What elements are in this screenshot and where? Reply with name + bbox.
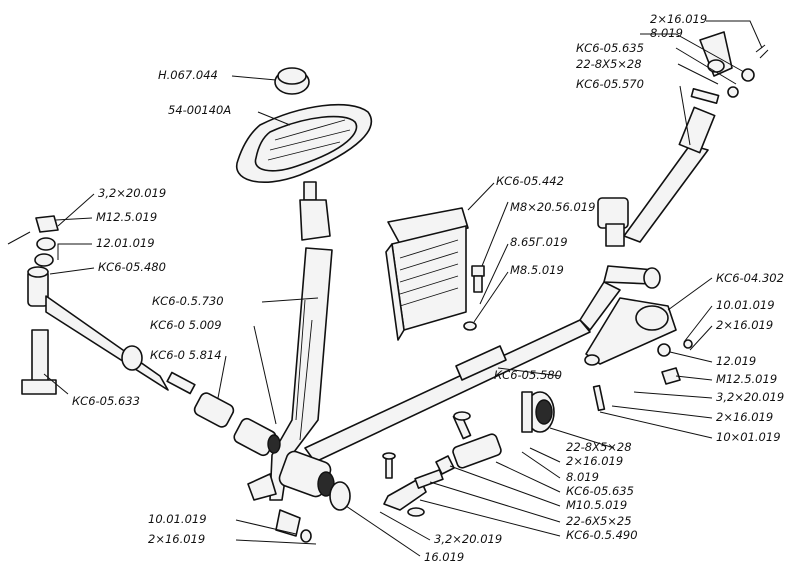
label-3-2x20-019-bottom: 3,2×20.019 (434, 532, 502, 546)
pedal-lever (269, 181, 333, 501)
label-kc6-05-635-top: КС6-05.635 (576, 41, 644, 55)
label-2x16-019-bottom-left: 2×16.019 (148, 532, 205, 546)
clevis-assembly (382, 391, 555, 517)
label-h-067-044: Н.067.044 (158, 68, 218, 82)
lever-arm-assembly (579, 265, 693, 412)
label-m12-5-019-right: М12.5.019 (716, 372, 777, 386)
label-8-019-bottom: 8.019 (566, 470, 599, 484)
label-3-2x20-019-right: 3,2×20.019 (716, 390, 784, 404)
label-kc6-05-633: КС6-05.633 (72, 394, 140, 408)
label-2x16-019-right-a: 2×16.019 (716, 318, 773, 332)
label-kc6-05-442: КС6-05.442 (496, 174, 564, 188)
label-12-019: 12.019 (716, 354, 756, 368)
label-3-2x20-019-left: 3,2×20.019 (98, 186, 166, 200)
label-kc6-0-5-730: КС6-0.5.730 (152, 294, 224, 308)
label-kc6-05-480: КС6-05.480 (98, 260, 166, 274)
bracket-bolt (463, 265, 485, 331)
pivot-hub (247, 450, 351, 543)
pedal-knob (274, 67, 310, 95)
pivot-shaft-left (7, 215, 196, 395)
label-22-8x5x28-top: 22-8Х5×28 (576, 57, 642, 71)
part-labels: 2×16.019 8.019 КС6-05.635 22-8Х5×28 КС6-… (72, 12, 784, 564)
label-kc6-05-635-bottom: КС6-05.635 (566, 484, 634, 498)
label-22-8x5x28-bottom: 22-8Х5×28 (566, 440, 632, 454)
label-kc6-0-5-009: КС6-0 5.009 (150, 318, 222, 332)
label-kc6-05-570: КС6-05.570 (576, 77, 644, 91)
rod-end-fitting (597, 197, 629, 247)
label-2x16-019-right-b: 2×16.019 (716, 410, 773, 424)
label-16-019: 16.019 (424, 550, 464, 564)
pedal-pad (235, 103, 373, 183)
label-m8-5-019: М8.5.019 (510, 263, 564, 277)
long-shaft (304, 319, 591, 463)
label-8-019-top: 8.019 (650, 26, 683, 40)
label-2x16-019-bottom: 2×16.019 (566, 454, 623, 468)
label-kc6-05-580: КС6-05.580 (494, 368, 562, 382)
label-10x01-019: 10×01.019 (716, 430, 781, 444)
control-rod-top-right (623, 31, 769, 243)
label-12-01-019: 12.01.019 (96, 236, 155, 250)
bushings (193, 392, 281, 457)
label-8-65g-019: 8.65Г.019 (510, 235, 568, 249)
label-m12-5-019-left: М12.5.019 (96, 210, 157, 224)
leader-lines (43, 20, 763, 557)
label-10-01-019-bottom: 10.01.019 (148, 512, 207, 526)
label-54-00140a: 54-00140А (168, 103, 231, 117)
label-kc6-0-5-490: КС6-0.5.490 (566, 528, 638, 542)
mounting-bracket (385, 207, 469, 341)
label-22-6x5x25: 22-6Х5×25 (566, 514, 632, 528)
label-kc6-04-302: КС6-04.302 (716, 271, 784, 285)
label-kc6-0-5-814: КС6-0 5.814 (150, 348, 222, 362)
label-10-01-019-right: 10.01.019 (716, 298, 775, 312)
label-m8x20-56-019: М8×20.56.019 (510, 200, 595, 214)
label-m10-5-019: М10.5.019 (566, 498, 627, 512)
label-2x16-019-top: 2×16.019 (650, 12, 707, 26)
